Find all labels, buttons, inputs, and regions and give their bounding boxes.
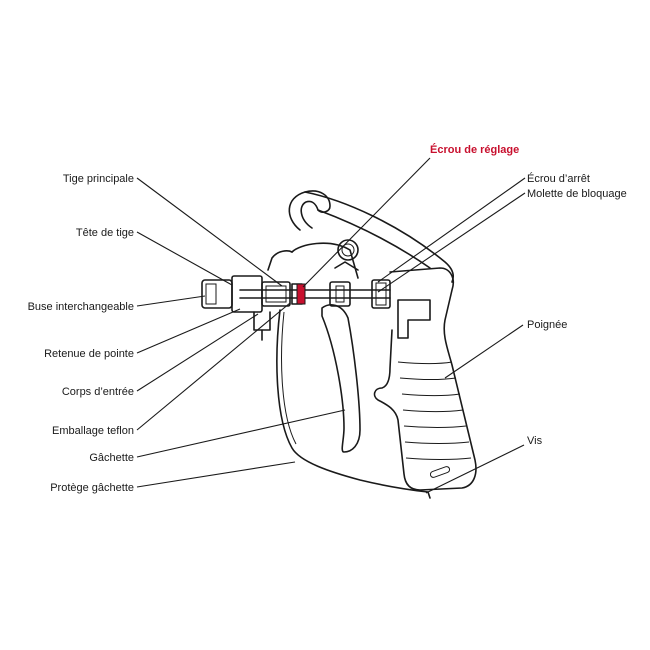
label-retenue: Retenue de pointe bbox=[44, 348, 134, 360]
label-gachette: Gâchette bbox=[89, 452, 134, 464]
label-tete-de-tige: Tête de tige bbox=[76, 227, 134, 239]
label-buse: Buse interchangeable bbox=[28, 301, 134, 313]
spray-gun-drawing bbox=[201, 190, 477, 499]
leader-tige-principale bbox=[136, 177, 283, 287]
leader-gachette bbox=[136, 409, 346, 458]
label-ecrou-reglage: Écrou de réglage bbox=[430, 143, 519, 156]
label-corps: Corps d’entrée bbox=[62, 386, 134, 398]
leader-vis bbox=[425, 444, 525, 494]
leader-corps bbox=[136, 313, 259, 392]
leader-retenue bbox=[136, 308, 241, 354]
leader-poignee bbox=[444, 324, 524, 379]
leader-tete-de-tige bbox=[136, 231, 233, 286]
leader-lines bbox=[136, 157, 526, 494]
leader-buse bbox=[136, 295, 206, 307]
label-ecrou-arret: Écrou d’arrêt bbox=[527, 172, 590, 185]
leader-emballage bbox=[136, 302, 291, 431]
label-protege: Protège gâchette bbox=[50, 482, 134, 494]
label-molette: Molette de bloquage bbox=[527, 188, 627, 200]
leader-ecrou-reglage bbox=[302, 157, 431, 288]
leader-protege bbox=[136, 461, 296, 488]
leader-ecrou-arret bbox=[377, 177, 526, 283]
label-tige-principale: Tige principale bbox=[63, 173, 134, 185]
adjustment-nut-highlight bbox=[296, 283, 306, 305]
label-vis: Vis bbox=[527, 435, 543, 447]
leader-molette bbox=[377, 192, 526, 293]
label-poignee: Poignée bbox=[527, 319, 567, 331]
label-emballage: Emballage teflon bbox=[52, 425, 134, 437]
